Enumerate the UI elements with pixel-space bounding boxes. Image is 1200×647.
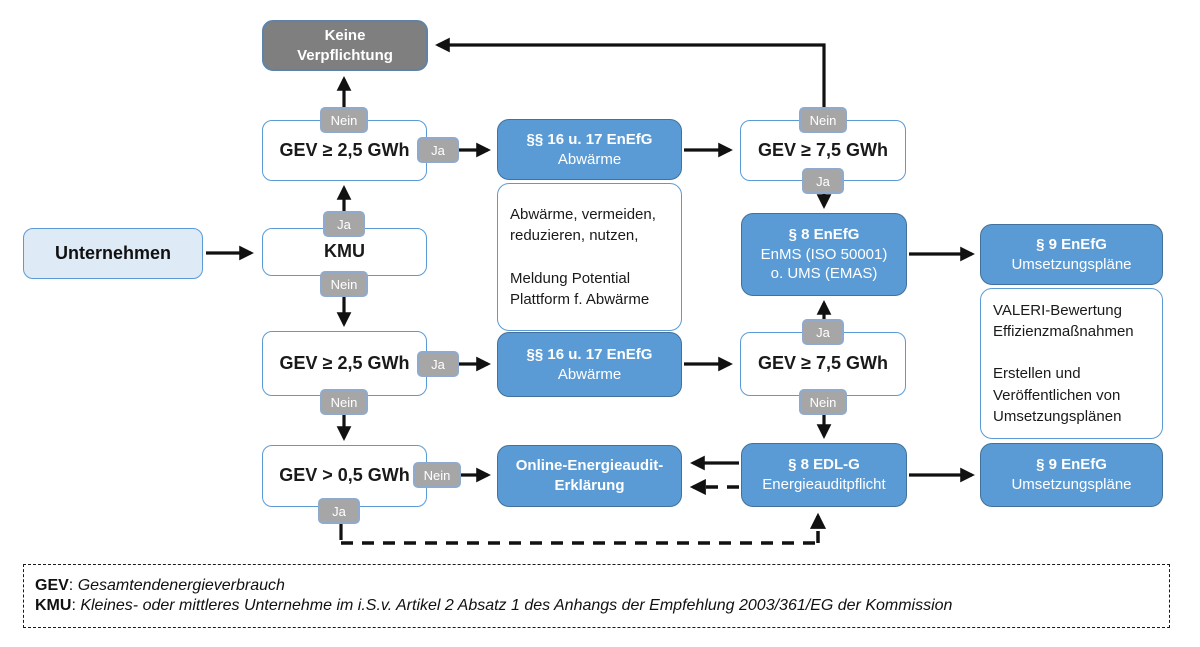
tag-nein-gev75mid: Nein	[799, 389, 847, 415]
note-valeri: VALERI-Bewertung Effizienzmaßnahmen Erst…	[980, 288, 1163, 439]
tag-nein-gev75top: Nein	[799, 107, 847, 133]
legend-kmu-def: Kleines- oder mittleres Unternehme im i.…	[80, 597, 953, 614]
note-abwaerme-line4: Plattform f. Abwärme	[510, 290, 650, 308]
node-unternehmen-label: Unternehmen	[54, 242, 171, 263]
node-par9-top-line2: Umsetzungspläne	[1011, 255, 1132, 273]
node-par9-bottom: § 9 EnEfG Umsetzungspläne	[980, 443, 1163, 507]
node-par8-edlg: § 8 EDL-G Energieauditpflicht	[741, 443, 907, 507]
node-par16-17-mid-line1: §§ 16 u. 17 EnEfG	[526, 345, 653, 363]
node-par9-bottom-line1: § 9 EnEfG	[1036, 456, 1107, 474]
node-par9-top: § 9 EnEfG Umsetzungspläne	[980, 224, 1163, 285]
note-valeri-line4: Veröffentlichen von	[993, 386, 1121, 404]
node-par8-enefg: § 8 EnEfG EnMS (ISO 50001) o. UMS (EMAS)	[741, 213, 907, 296]
legend-gev-sep: :	[68, 577, 78, 594]
node-online-energieaudit-line2: Erklärung	[554, 477, 625, 494]
tag-ja-gev25mid: Ja	[417, 351, 459, 377]
node-par16-17-top-line1: §§ 16 u. 17 EnEfG	[526, 130, 653, 148]
decision-gev-05: GEV > 0,5 GWh	[262, 445, 427, 507]
legend-box: GEV: Gesamtendenergieverbrauch KMU: Klei…	[23, 564, 1170, 628]
legend-gev-term: GEV	[35, 577, 69, 594]
note-valeri-line2: Effizienzmaßnahmen	[993, 323, 1134, 341]
legend-gev-def: Gesamtendenergieverbrauch	[77, 577, 285, 594]
tag-nein-gev25top: Nein	[320, 107, 368, 133]
legend-kmu-term: KMU	[35, 597, 72, 614]
node-par16-17-top: §§ 16 u. 17 EnEfG Abwärme	[497, 119, 682, 180]
note-abwaerme-line1: Abwärme, vermeiden,	[510, 205, 656, 223]
decision-gev-75-mid-label: GEV ≥ 7,5 GWh	[758, 353, 888, 374]
decision-gev-25-mid: GEV ≥ 2,5 GWh	[262, 331, 427, 396]
tag-ja-gev05: Ja	[318, 498, 360, 524]
node-par8-enefg-line1: § 8 EnEfG	[788, 225, 860, 243]
decision-gev-25-mid-label: GEV ≥ 2,5 GWh	[279, 352, 410, 373]
tag-ja-kmu: Ja	[323, 211, 365, 237]
note-abwaerme-line2: reduzieren, nutzen,	[510, 227, 639, 245]
tag-nein-kmu: Nein	[320, 271, 368, 297]
tag-nein-gev25mid: Nein	[320, 389, 368, 415]
node-par8-enefg-line2: EnMS (ISO 50001)	[760, 245, 888, 263]
note-valeri-line5: Umsetzungsplänen	[993, 407, 1122, 425]
note-valeri-line1: VALERI-Bewertung	[993, 301, 1122, 319]
legend-kmu-sep: :	[71, 597, 81, 614]
node-keine-verpflichtung-line1: Keine	[324, 26, 366, 44]
node-par9-top-line1: § 9 EnEfG	[1036, 235, 1107, 253]
decision-gev-05-label: GEV > 0,5 GWh	[279, 465, 410, 486]
decision-gev-75-top-label: GEV ≥ 7,5 GWh	[758, 139, 888, 160]
node-par8-edlg-line2: Energieauditpflicht	[762, 476, 886, 493]
node-unternehmen: Unternehmen	[23, 228, 203, 279]
note-abwaerme-line3: Meldung Potential	[510, 269, 631, 287]
legend-kmu: KMU: Kleines- oder mittleres Unternehme …	[35, 597, 1158, 615]
node-par8-edlg-line1: § 8 EDL-G	[788, 456, 860, 474]
note-abwaerme: Abwärme, vermeiden, reduzieren, nutzen, …	[497, 183, 682, 331]
node-kmu-label: KMU	[324, 241, 365, 262]
arrow-gev75top-nein-keine	[435, 37, 826, 112]
note-valeri-line3: Erstellen und	[993, 365, 1081, 383]
node-par16-17-mid: §§ 16 u. 17 EnEfG Abwärme	[497, 332, 682, 397]
tag-ja-gev75top: Ja	[802, 168, 844, 194]
node-par8-enefg-line3: o. UMS (EMAS)	[770, 265, 878, 283]
tag-ja-gev25top: Ja	[417, 137, 459, 163]
decision-gev-25-top-label: GEV ≥ 2,5 GWh	[279, 139, 410, 160]
node-par16-17-mid-line2: Abwärme	[557, 365, 622, 383]
tag-ja-gev75mid: Ja	[802, 319, 844, 345]
legend-gev: GEV: Gesamtendenergieverbrauch	[35, 577, 1158, 595]
node-online-energieaudit-line1: Online-Energieaudit-	[515, 457, 664, 475]
node-keine-verpflichtung: Keine Verpflichtung	[262, 20, 428, 71]
node-par16-17-top-line2: Abwärme	[557, 150, 622, 168]
node-keine-verpflichtung-line2: Verpflichtung	[297, 46, 393, 64]
node-par9-bottom-line2: Umsetzungspläne	[1011, 476, 1132, 493]
tag-nein-gev05: Nein	[413, 462, 461, 488]
node-online-energieaudit: Online-Energieaudit- Erklärung	[497, 445, 682, 507]
